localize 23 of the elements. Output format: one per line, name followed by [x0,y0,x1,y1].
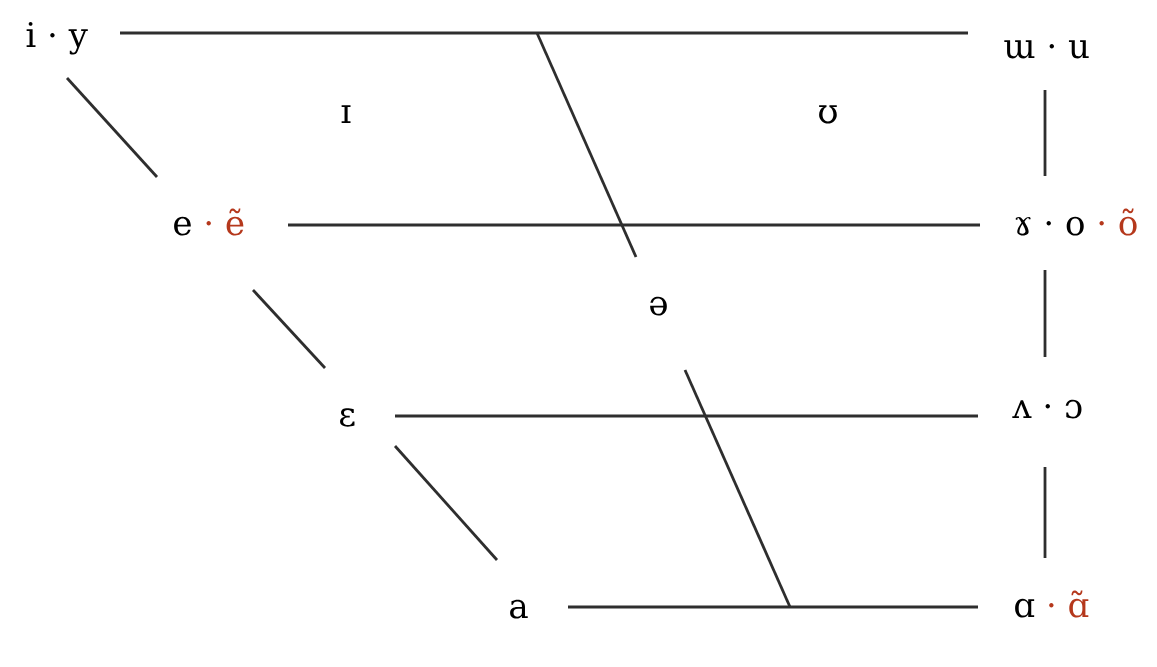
chart-line [568,605,978,609]
vowel-label: ʊ [819,105,837,124]
chart-line [1043,467,1047,558]
vowel-label: ɛ [340,408,355,427]
vowel-label: i · y [26,21,88,55]
vowel-label: e · ẽ [174,208,244,236]
chart-line [251,289,327,369]
chart-line [288,223,980,227]
vowel-label: a [510,599,528,619]
chart-line [683,369,792,608]
chart-line [393,445,499,561]
vowel-label: ə [650,296,667,316]
vowel-label: ʌ · ɔ [1012,399,1082,419]
chart-line [395,414,978,418]
vowel-label: ɤ · o · õ [1015,208,1137,236]
vowel-label: ɑ · ɑ̃ [1015,590,1089,618]
vowel-label: ɯ · u [1004,40,1089,59]
chart-line [65,77,159,178]
vowel-label: ɪ [341,105,351,123]
chart-line [1043,90,1047,176]
chart-line [1043,270,1047,357]
chart-line [535,32,638,258]
chart-line [120,31,968,35]
